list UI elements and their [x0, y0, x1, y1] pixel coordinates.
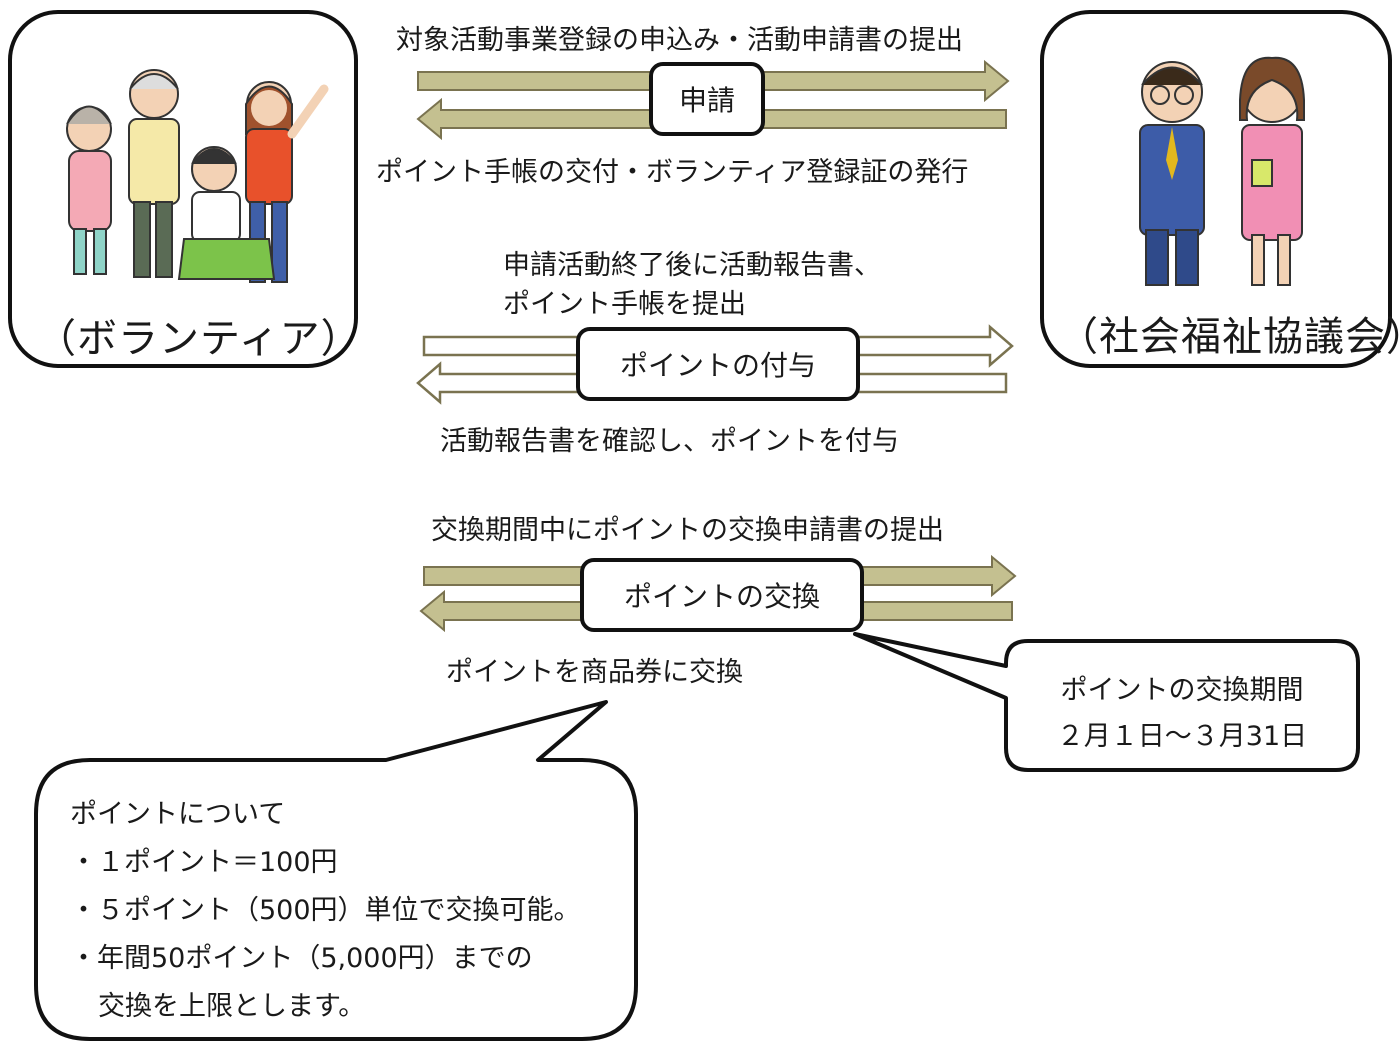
volunteer-caption: （ボランティア） — [36, 316, 362, 362]
flow3-top-label: 交換期間中にポイントの交換申請書の提出 — [431, 515, 944, 546]
flow3-center-label: ポイントの交換 — [580, 558, 864, 632]
elderly-woman-figure — [66, 105, 112, 275]
flow3-bottom-label: ポイントを商品券に交換 — [446, 657, 743, 688]
flow1-bottom-label: ポイント手帳の交付・ボランティア登録証の発行 — [376, 157, 969, 188]
volunteer-box: （ボランティア） — [8, 10, 361, 368]
points-note-line2: ・５ポイント（500円）単位で交換可能。 — [70, 895, 581, 926]
young-man-figure — [177, 146, 276, 280]
points-note-bubble — [34, 700, 638, 1041]
volunteers-illustration — [66, 69, 329, 283]
flow2-top-label-line2: ポイント手帳を提出 — [503, 289, 746, 320]
council-caption: （社会福祉協議会） — [1058, 314, 1400, 360]
flow2-bottom-label: 活動報告書を確認し、ポイントを付与 — [440, 426, 899, 457]
flow1-center-label: 申請 — [649, 62, 765, 136]
council-box: （社会福祉協議会） — [1040, 10, 1400, 368]
points-note-line3: ・年間50ポイント（5,000円）までの — [70, 943, 533, 974]
points-note-line1: ・１ポイント＝100円 — [70, 847, 338, 878]
points-note-line4: 交換を上限とします。 — [98, 991, 366, 1022]
flow2-center-label: ポイントの付与 — [576, 327, 860, 401]
staff-woman-figure — [1239, 56, 1305, 286]
staff-man-figure — [1139, 61, 1205, 286]
council-staff-illustration — [1139, 56, 1305, 286]
period-dates: ２月１日〜３月31日 — [1056, 721, 1308, 752]
flow1-top-label: 対象活動事業登録の申込み・活動申請書の提出 — [396, 25, 963, 56]
young-woman-figure — [245, 81, 329, 283]
flow2-top-label-line1: 申請活動終了後に活動報告書、 — [503, 250, 881, 281]
period-title: ポイントの交換期間 — [1060, 675, 1304, 706]
points-note-title: ポイントについて — [70, 799, 286, 830]
period-bubble — [853, 632, 1360, 772]
elderly-man-figure — [128, 69, 180, 278]
